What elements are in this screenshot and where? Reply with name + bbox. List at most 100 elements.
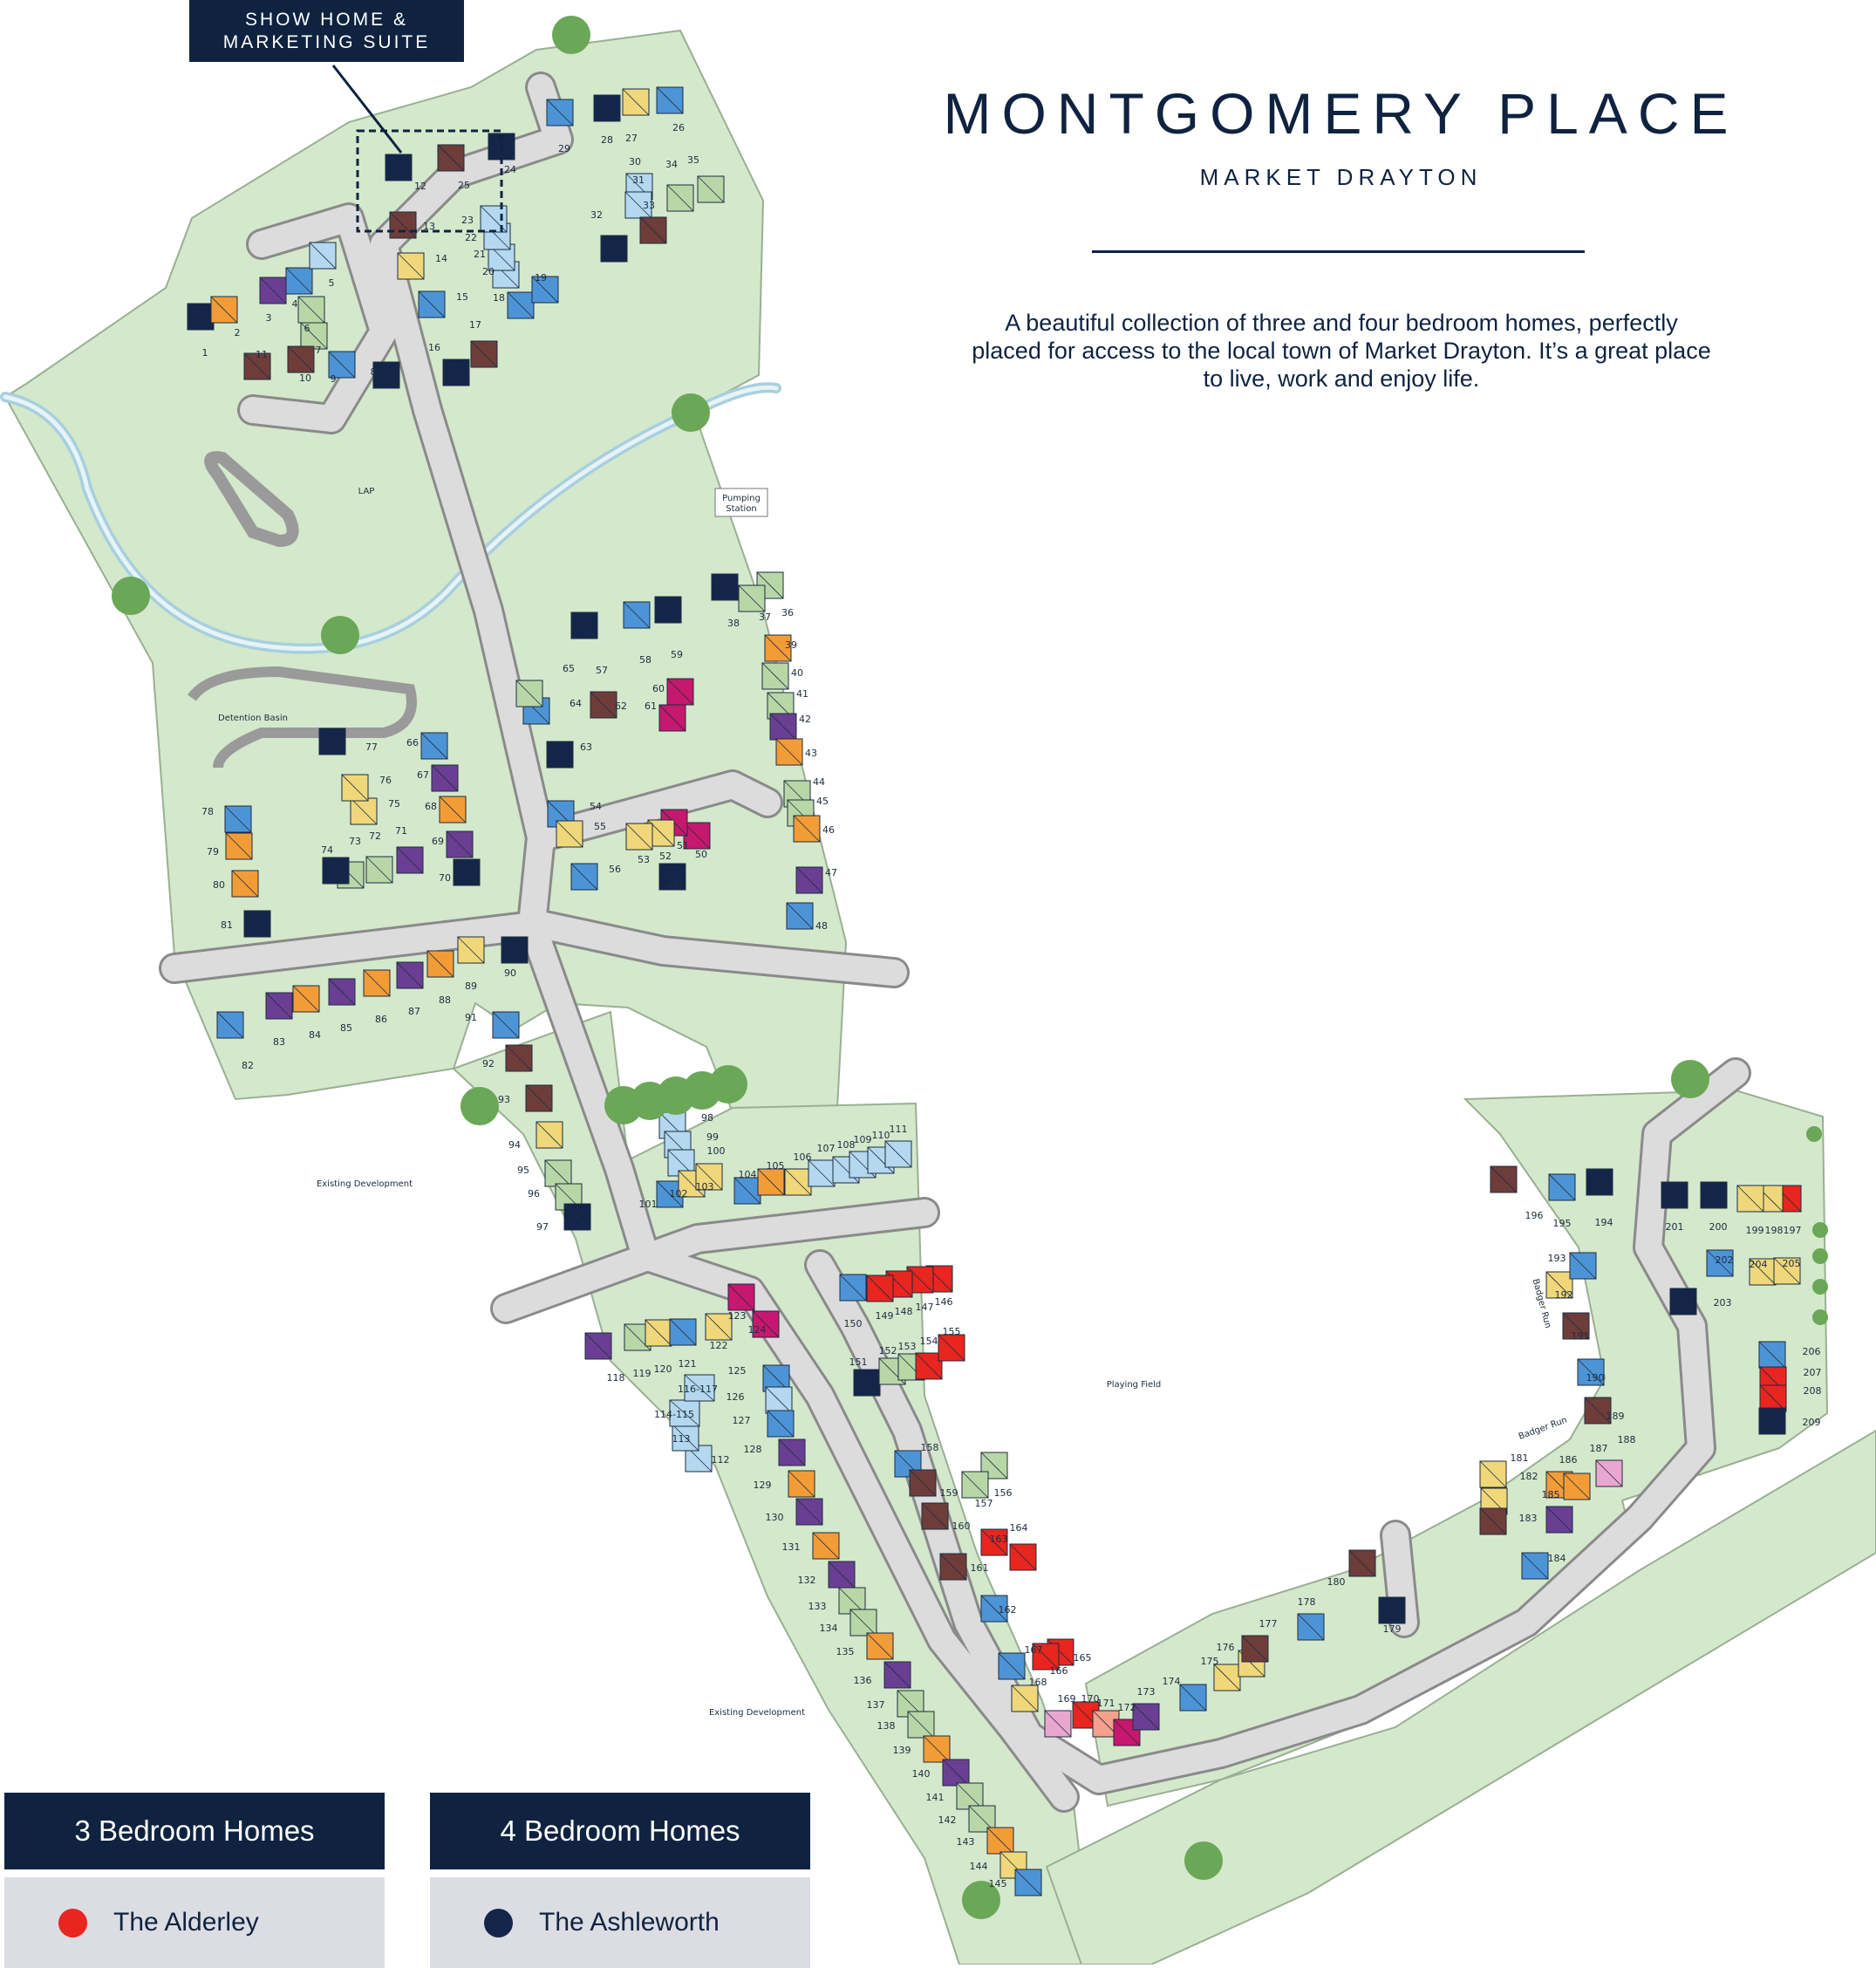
plot-number-171: 171 [1097,1698,1115,1709]
plot-number-204: 204 [1750,1259,1768,1270]
plot-number-13: 13 [423,221,435,232]
tree-4 [672,393,710,432]
plot-number-172: 172 [1118,1702,1136,1713]
house-roof-ridge-35 [697,175,725,203]
plot-number-74: 74 [321,844,333,856]
plot-number-191: 191 [1572,1330,1590,1342]
tree-12 [1184,1842,1223,1880]
plot-number-44: 44 [813,776,825,788]
plot-number-158: 158 [921,1442,939,1453]
plot-number-12: 12 [414,181,426,192]
plot-number-54: 54 [590,801,602,812]
plot-number-116-117: 116-117 [678,1384,718,1395]
house-roof-ridge-188 [1595,1459,1623,1487]
house-roof-ridge-180 [1348,1549,1376,1577]
plot-number-83: 83 [273,1036,285,1048]
tree-15 [1812,1222,1828,1238]
plot-number-79: 79 [207,846,219,858]
plot-number-29: 29 [558,143,570,154]
plot-number-206: 206 [1803,1346,1821,1357]
house-roof-ridge-130 [795,1498,823,1526]
house-roof-ridge-92 [505,1044,533,1072]
plot-number-21: 21 [474,249,486,260]
house-roof-ridge-111 [884,1140,912,1168]
plot-number-124: 124 [748,1324,767,1336]
house-roof-ridge-196 [1490,1165,1518,1193]
house-roof-ridge-66 [420,732,448,760]
plot-number-113: 113 [672,1433,691,1445]
plot-number-196: 196 [1525,1210,1544,1221]
plot-number-136: 136 [854,1675,872,1686]
house-roof-ridge-114-115 [669,1399,700,1427]
plot-number-133: 133 [808,1601,827,1612]
house-roof-ridge-25 [437,144,465,172]
lap-path [204,451,299,548]
plot-number-147: 147 [916,1302,934,1313]
house-roof-ridge-55 [556,820,583,848]
house-roof-ridge-126 [765,1386,793,1414]
house-roof-ridge-77 [318,728,346,755]
house-roof-ridge-163 [980,1528,1008,1556]
plot-number-162: 162 [999,1604,1017,1616]
plot-number-208: 208 [1804,1385,1822,1397]
plot-number-164: 164 [1010,1522,1028,1534]
existing-development-label-2: Existing Development [709,1708,805,1718]
plot-number-165: 165 [1074,1652,1092,1664]
house-roof-ridge-184 [1521,1552,1549,1580]
plot-number-138: 138 [877,1720,896,1732]
plot-number-141: 141 [926,1792,945,1803]
house-roof-ridge-143 [986,1827,1014,1855]
house-roof-ridge-187 [1563,1473,1591,1500]
tree-18 [1812,1309,1828,1325]
plot-number-110: 110 [872,1130,890,1141]
existing-development-label-1: Existing Development [317,1179,413,1189]
plot-number-45: 45 [816,796,829,807]
house-roof-ridge-203 [1669,1288,1697,1315]
house-roof-ridge-6 [297,296,325,324]
plot-number-36: 36 [781,607,794,618]
tree-3 [321,616,359,654]
house-roof-ridge-120 [645,1319,672,1347]
plot-number-51: 51 [677,840,689,851]
house-roof-ridge-63 [546,741,574,769]
house-roof-ridge-155 [938,1334,965,1362]
plot-number-161: 161 [971,1562,989,1574]
house-roof-ridge-164 [1009,1543,1037,1571]
plot-number-99: 99 [706,1131,719,1143]
title-divider [1092,250,1585,253]
house-roof-ridge-38 [711,573,739,601]
tree-1 [552,16,590,54]
plot-number-90: 90 [504,967,516,979]
plot-number-94: 94 [508,1139,521,1151]
plot-number-22: 22 [465,232,477,243]
plot-number-120: 120 [654,1363,672,1375]
plot-number-109: 109 [854,1134,872,1145]
plot-number-43: 43 [805,748,817,759]
house-roof-ridge-82 [216,1011,244,1039]
plot-number-123: 123 [728,1310,747,1322]
plot-number-205: 205 [1783,1258,1801,1269]
plot-number-192: 192 [1555,1289,1573,1301]
legend-4-bedroom-item: The Ashleworth [430,1877,810,1968]
house-roof-ridge-205 [1773,1257,1801,1285]
house-roof-ridge-14 [397,252,425,280]
plot-number-105: 105 [767,1160,785,1172]
house-roof-ridge-175 [1213,1664,1241,1691]
plot-number-202: 202 [1716,1254,1734,1266]
plot-number-87: 87 [408,1006,420,1017]
plot-number-126: 126 [727,1391,745,1403]
plot-number-71: 71 [395,825,407,837]
plot-number-186: 186 [1559,1454,1578,1466]
house-roof-ridge-46 [793,815,821,843]
house-roof-ridge-179 [1378,1596,1406,1624]
house-roof-ridge-101 [656,1180,684,1208]
plot-number-46: 46 [822,824,835,836]
house-roof-ridge-106 [784,1168,812,1196]
plot-number-103: 103 [696,1181,714,1192]
house-roof-ridge-81 [243,910,271,938]
plot-number-185: 185 [1542,1489,1560,1500]
plot-number-6: 6 [304,323,310,334]
house-roof-ridge-129 [788,1470,815,1498]
house-roof-ridge-191 [1562,1312,1590,1340]
house-roof-ridge-85 [328,978,356,1006]
